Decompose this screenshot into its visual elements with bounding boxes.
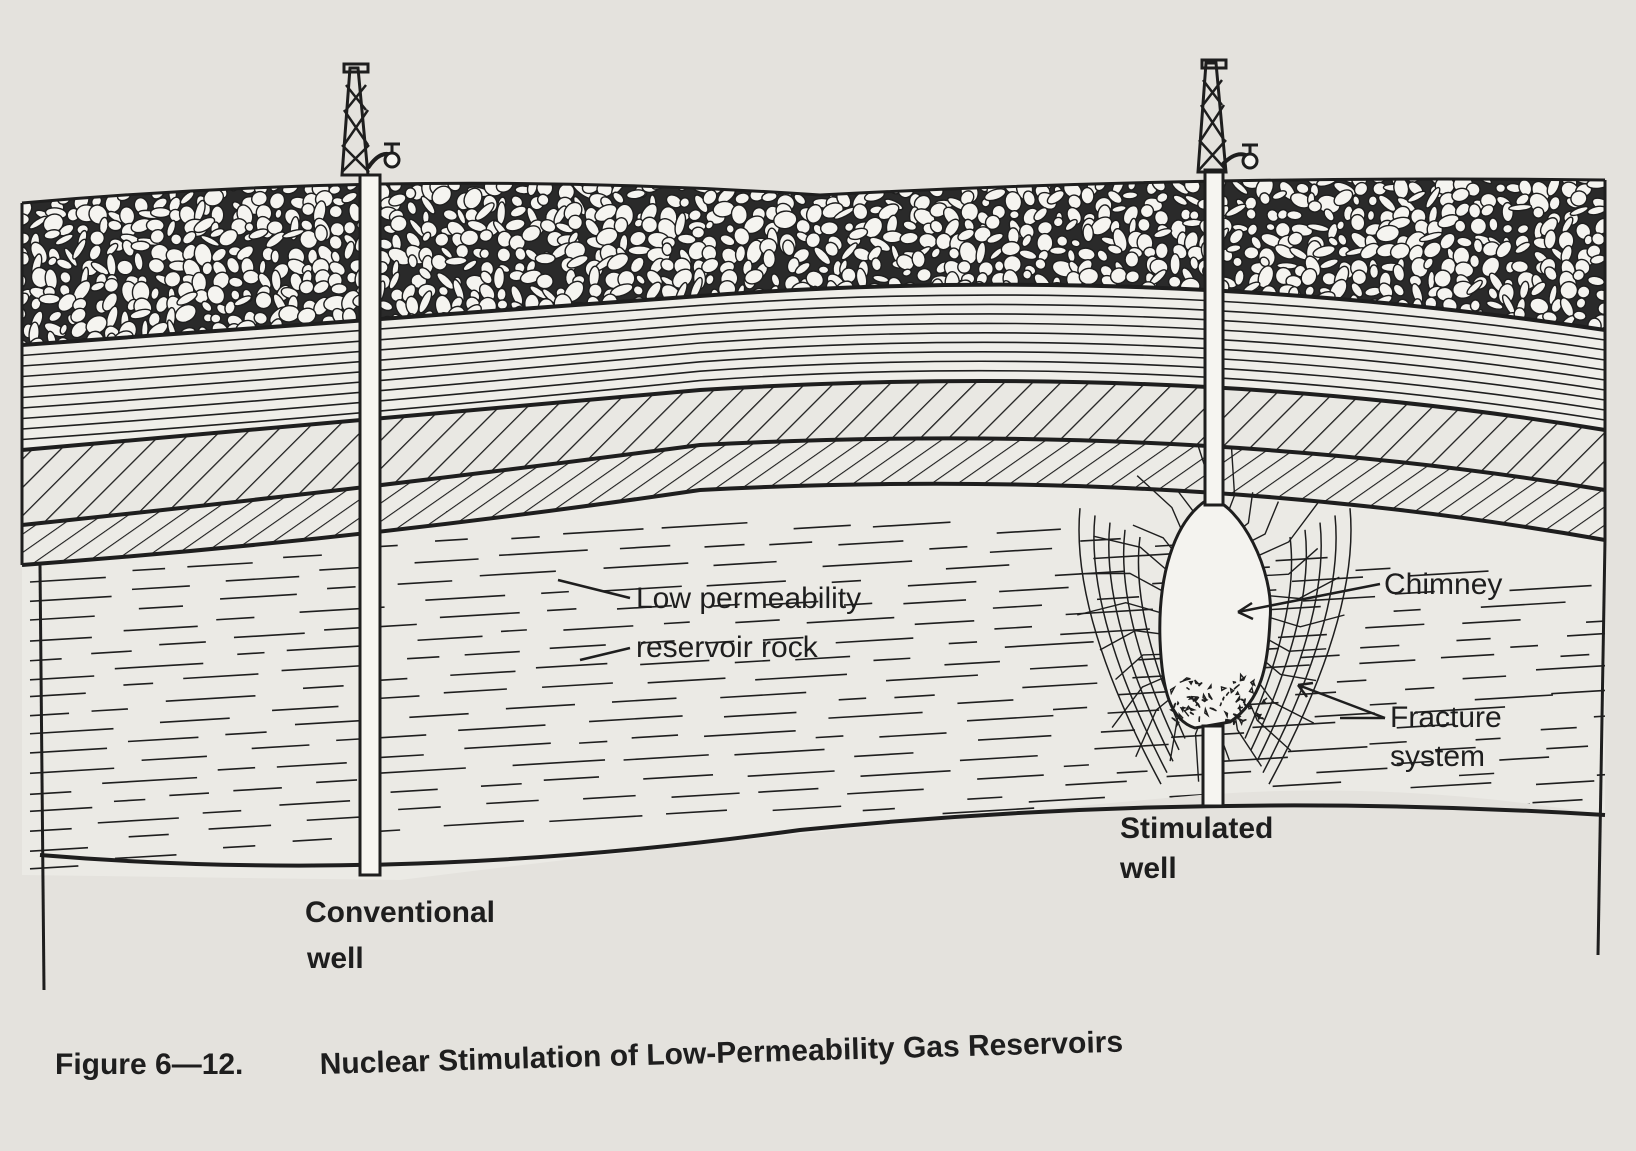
conventional-well xyxy=(340,62,401,877)
label-chimney: Chimney xyxy=(1384,568,1502,601)
figure-caption: Figure 6—12. Nuclear Stimulation of Low-… xyxy=(55,1026,1123,1081)
reservoir-rock-layer xyxy=(21,481,1606,880)
section-frame xyxy=(20,180,1607,991)
label-stimulated-line1: Stimulated xyxy=(1120,812,1273,845)
label-reservoir-line2: reservoir rock xyxy=(636,631,819,664)
label-fracture-line1: Fracture xyxy=(1390,701,1502,734)
derrick-icon xyxy=(1196,58,1228,174)
chimney-leader xyxy=(1237,582,1381,614)
chimney-rubble xyxy=(1169,672,1268,728)
label-fracture-line2: system xyxy=(1390,740,1485,773)
stimulated-well xyxy=(1196,58,1259,808)
fracture-leader xyxy=(1297,683,1386,720)
label-stimulated-line2: well xyxy=(1119,852,1177,885)
caption-number: Figure 6—12. xyxy=(55,1048,243,1081)
label-reservoir-line1: Low permeability xyxy=(636,582,861,615)
leader-lines xyxy=(557,578,1386,720)
wellhead-valve-icon xyxy=(1220,143,1259,170)
strata-lines xyxy=(22,294,1605,441)
label-conventional-line1: Conventional xyxy=(305,896,495,929)
caption-title: Nuclear Stimulation of Low-Permeability … xyxy=(319,1026,1123,1081)
wellhead-valve-icon xyxy=(366,142,401,170)
label-conventional-line2: well xyxy=(306,942,364,975)
derrick-icon xyxy=(340,62,370,177)
